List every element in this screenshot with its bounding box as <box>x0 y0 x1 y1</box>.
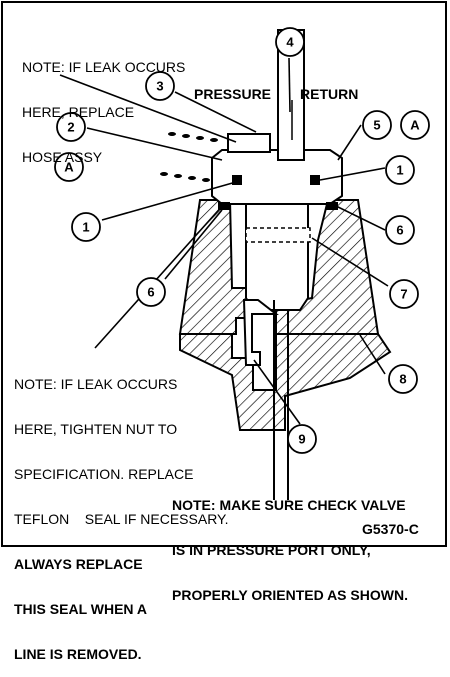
note-nut-line-2: HERE, TIGHTEN NUT TO <box>14 421 178 437</box>
note-nut-line-4: TEFLON SEAL IF NECESSARY. <box>14 511 229 527</box>
callout-a-left: A <box>64 160 74 175</box>
note-hose-line-3: HOSE ASSY <box>22 149 103 165</box>
o-ring-right <box>326 202 338 210</box>
note-hose-line-2: HERE, REPLACE <box>22 104 135 120</box>
note-hose-line-1: NOTE: IF LEAK OCCURS <box>22 59 186 75</box>
callout-6-right: 6 <box>396 223 403 238</box>
note-seal-line-3: LINE IS REMOVED. <box>14 646 142 662</box>
callout-2: 2 <box>67 120 74 135</box>
leader-lines <box>59 57 389 425</box>
callout-1-left: 1 <box>82 220 89 235</box>
callout-a-right: A <box>410 118 420 133</box>
pressure-hose-fitting <box>227 133 271 153</box>
teflon-seal-left <box>232 175 242 185</box>
note-check-line-2: IS IN PRESSURE PORT ONLY, <box>172 542 371 558</box>
figure-border <box>1 1 447 547</box>
pressure-label: PRESSURE <box>194 86 272 102</box>
callout-6-left: 6 <box>147 285 154 300</box>
callout-1-right: 1 <box>396 163 403 178</box>
figure-code: G5370-C <box>362 521 419 537</box>
callout-7: 7 <box>400 287 407 302</box>
note-nut-line-1: NOTE: IF LEAK OCCURS <box>14 376 178 392</box>
callout-9: 9 <box>298 432 305 447</box>
note-check-line-1: NOTE: MAKE SURE CHECK VALVE <box>172 497 406 513</box>
seal-7 <box>245 227 311 243</box>
housing-base <box>179 333 392 431</box>
note-nut-line-3: SPECIFICATION. REPLACE <box>14 466 194 482</box>
return-label: RETURN <box>300 86 359 102</box>
teflon-seal-right <box>310 175 320 185</box>
callout-4: 4 <box>286 35 294 50</box>
lower-tube <box>273 300 289 500</box>
o-ring-left <box>218 202 230 210</box>
diagram-svg: 4 3 2 5 A A 1 1 6 6 7 8 9 <box>54 27 430 500</box>
note-check-line-3: PROPERLY ORIENTED AS SHOWN. <box>172 587 408 603</box>
callout-5: 5 <box>373 118 380 133</box>
check-valve <box>242 299 279 366</box>
note-check-valve: NOTE: MAKE SURE CHECK VALVE IS IN PRESSU… <box>172 468 408 618</box>
callout-3: 3 <box>156 79 163 94</box>
note-hose-leak: NOTE: IF LEAK OCCURS HERE, REPLACE HOSE … <box>22 30 185 180</box>
callout-circles <box>54 27 430 454</box>
fitting-body <box>245 203 309 311</box>
leak-drops <box>160 132 218 182</box>
callout-8: 8 <box>399 372 406 387</box>
